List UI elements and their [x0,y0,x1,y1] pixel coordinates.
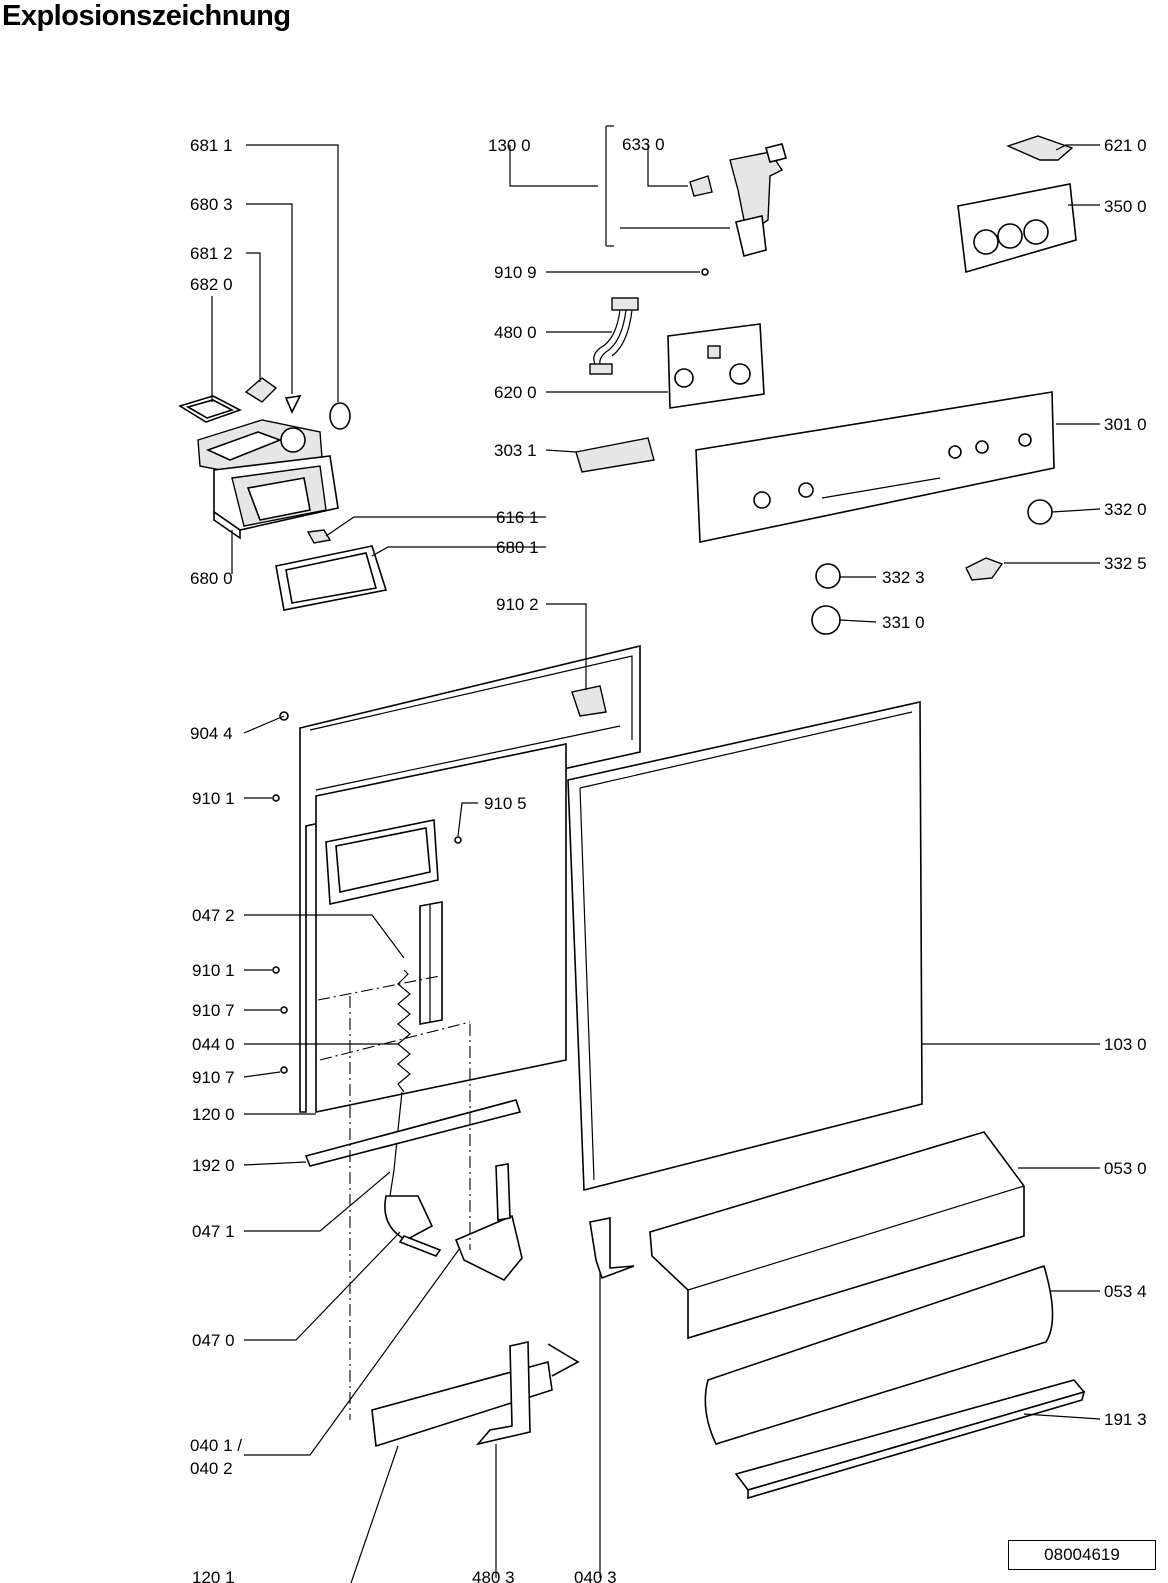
label-047-1: 047 1 [192,1222,235,1241]
label-332-0: 332 0 [1104,500,1147,519]
label-616-1: 616 1 [496,508,539,527]
upper-right-parts [695,135,1077,635]
label-681-1: 681 1 [190,136,233,155]
inner-door-panel [272,644,641,1448]
label-332-3: 332 3 [882,568,925,587]
reference-number-box: 08004619 [1008,1540,1156,1570]
label-904-4: 904 4 [190,724,233,743]
label-120-1: 120 1 [192,1568,235,1583]
kickplate-parts [649,1131,1086,1500]
label-681-2: 681 2 [190,244,233,263]
label-682-0: 682 0 [190,275,233,294]
label-331-0: 331 0 [882,613,925,632]
label-621-0: 621 0 [1104,136,1147,155]
label-303-1: 303 1 [494,441,537,460]
label-053-0: 053 0 [1104,1159,1147,1178]
label-332-5: 332 5 [1104,554,1147,573]
label-047-2: 047 2 [192,906,235,925]
label-680-1: 680 1 [496,538,539,557]
label-910-1-b: 910 1 [192,961,235,980]
outer-door-panel [567,701,923,1192]
label-910-7-a: 910 7 [192,1001,235,1020]
label-910-5: 910 5 [484,794,527,813]
label-633-0: 633 0 [622,135,665,154]
label-191-3: 191 3 [1104,1410,1147,1429]
label-120-0: 120 0 [192,1105,235,1124]
label-053-4: 053 4 [1104,1282,1147,1301]
label-680-3: 680 3 [190,195,233,214]
label-480-3: 480 3 [472,1568,515,1583]
label-044-0: 044 0 [192,1035,235,1054]
label-040-1: 040 1 / [190,1436,242,1455]
label-620-0: 620 0 [494,383,537,402]
label-350-0: 350 0 [1104,197,1147,216]
label-480-0: 480 0 [494,323,537,342]
leader-lines [211,125,1101,1583]
label-040-3: 040 3 [574,1568,617,1583]
label-910-1-a: 910 1 [192,789,235,808]
label-047-0: 047 0 [192,1331,235,1350]
label-040-2: 040 2 [190,1459,233,1478]
label-910-7-b: 910 7 [192,1068,235,1087]
label-130-0: 130 0 [488,136,531,155]
upper-center-parts [575,143,787,473]
part-labels: 681 1 680 3 681 2 682 0 680 0 616 1 680 … [190,135,1147,1583]
label-103-0: 103 0 [1104,1035,1147,1054]
label-910-2: 910 2 [496,595,539,614]
label-910-9: 910 9 [494,263,537,282]
label-680-0: 680 0 [190,569,233,588]
label-192-0: 192 0 [192,1156,235,1175]
reference-number: 08004619 [1044,1545,1120,1564]
page-title: Explosionszeichnung [2,0,291,32]
label-301-0: 301 0 [1104,415,1147,434]
dispenser-assembly [178,377,388,611]
